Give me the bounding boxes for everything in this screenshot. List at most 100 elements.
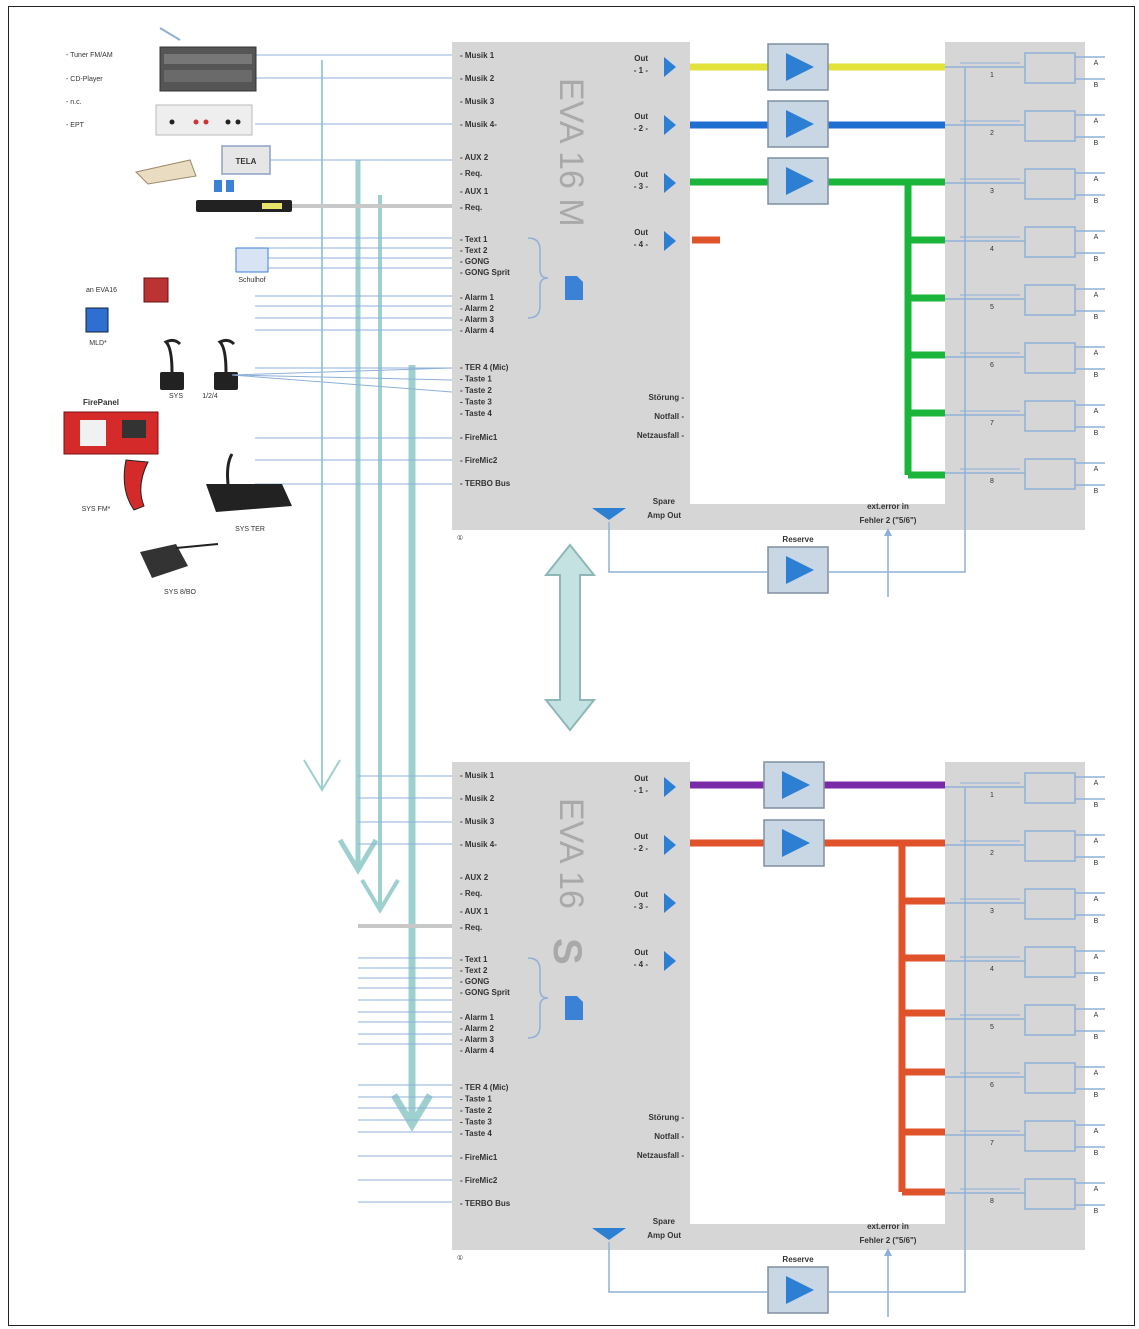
school-bell-label: Schulhof [238,277,265,284]
zone-number: 4 [990,246,994,253]
input-label: - Taste 2 [460,1106,492,1115]
unit_s-doc-icon [565,996,583,1020]
zone-a-label: A [1094,234,1099,241]
output-label: Out [634,832,648,841]
zone-b-label: B [1094,430,1099,437]
output-label: - 4 - [634,240,649,249]
unit_s-reserve-amplifier [768,1267,828,1313]
input-label: - Text 1 [460,235,488,244]
status-label: Störung - [648,393,684,402]
zone-a-label: A [1094,954,1099,961]
zone-a-label: A [1094,176,1099,183]
input-label: - Musik 3 [460,97,495,106]
ept-knob [194,120,199,125]
sim-card-icon [226,180,234,192]
zone-number: 2 [990,130,994,137]
unit_s-title: EVA 16 [552,798,590,909]
zone-b-label: B [1094,198,1099,205]
gooseneck-mic-icon [220,340,234,372]
mic-label: 1/2/4 [202,393,218,400]
zone-number: 2 [990,850,994,857]
amplifier-s1 [764,762,824,808]
firepanel-label: FirePanel [83,398,119,407]
source-label: - CD-Player [66,76,103,83]
zone-a-label: A [1094,1128,1099,1135]
zone-number: 7 [990,420,994,427]
output-label: Out [634,228,648,237]
unit_s-title-suffix: S [545,938,589,965]
input-label: - Req. [460,203,482,212]
school-bell-icon [236,248,268,272]
zone-number: 1 [990,72,994,79]
ter-console-icon [206,484,292,512]
ext-error-label: Fehler 2 ("5/6") [860,1236,917,1245]
zone-b-label: B [1094,488,1099,495]
fire-mic-icon [124,460,148,510]
output-label: Out [634,112,648,121]
unit_s-zone-panel [945,762,1085,1250]
status-label: Notfall - [654,412,684,421]
unit_m-doc-icon [565,276,583,300]
zone-b-label: B [1094,1092,1099,1099]
zone-b-label: B [1094,802,1099,809]
input-label: - Alarm 2 [460,1024,494,1033]
spare-label: Amp Out [647,511,681,520]
input-label: - TERBO Bus [460,1199,511,1208]
input-label: - GONG Sprit [460,268,510,277]
amplifier-1 [768,44,828,90]
zone-b-label: B [1094,1208,1099,1215]
zone-b-label: B [1094,1034,1099,1041]
call-box-icon [144,278,168,302]
input-label: - Alarm 4 [460,1046,494,1055]
firepanel-door [80,420,106,446]
reserve-label: Reserve [782,535,814,544]
mld-label: MLD* [89,340,107,347]
an-eva-label: an EVA16 [86,287,117,294]
input-label: - AUX 1 [460,187,489,196]
status-label: Notfall - [654,1132,684,1141]
cd-tray [164,70,252,82]
zone-number: 4 [990,966,994,973]
zone-number: 7 [990,1140,994,1147]
source-label: - EPT [66,122,85,129]
zone-number: 5 [990,1024,994,1031]
zone-a-label: A [1094,408,1099,415]
status-label: Störung - [648,1113,684,1122]
source-label: - n.c. [66,99,82,106]
input-label: - Taste 4 [460,1129,492,1138]
telephone-icon [136,160,196,184]
input-label: - FireMic2 [460,1176,498,1185]
unit_m-title: EVA 16 M [552,78,590,227]
mic-label: SYS [169,393,183,400]
zone-number: 5 [990,304,994,311]
input-label: - Alarm 1 [460,293,494,302]
input-label: - Alarm 4 [460,326,494,335]
input-label: - Taste 4 [460,409,492,418]
amplifier-3 [768,158,828,204]
output-label: - 3 - [634,902,649,911]
corner-mark: ① [457,534,463,542]
zone-a-label: A [1094,466,1099,473]
input-label: - Musik 2 [460,794,495,803]
zone-number: 8 [990,478,994,485]
output-label: - 2 - [634,844,649,853]
spare-label: Spare [653,1217,676,1226]
input-label: - Taste 1 [460,375,492,384]
input-label: - Musik 1 [460,51,495,60]
bo-label: SYS 8/BO [164,589,196,596]
zone-number: 6 [990,1082,994,1089]
spare-label: Amp Out [647,1231,681,1240]
zone-a-label: A [1094,1186,1099,1193]
input-label: - FireMic2 [460,456,498,465]
ept-knob [226,120,231,125]
input-label: - Alarm 2 [460,304,494,313]
input-label: - Text 1 [460,955,488,964]
ept-knob [236,120,241,125]
zone-a-label: A [1094,896,1099,903]
zone-b-label: B [1094,1150,1099,1157]
router-led [262,203,282,209]
zone-a-label: A [1094,838,1099,845]
input-label: - AUX 1 [460,907,489,916]
zone-b-label: B [1094,82,1099,89]
